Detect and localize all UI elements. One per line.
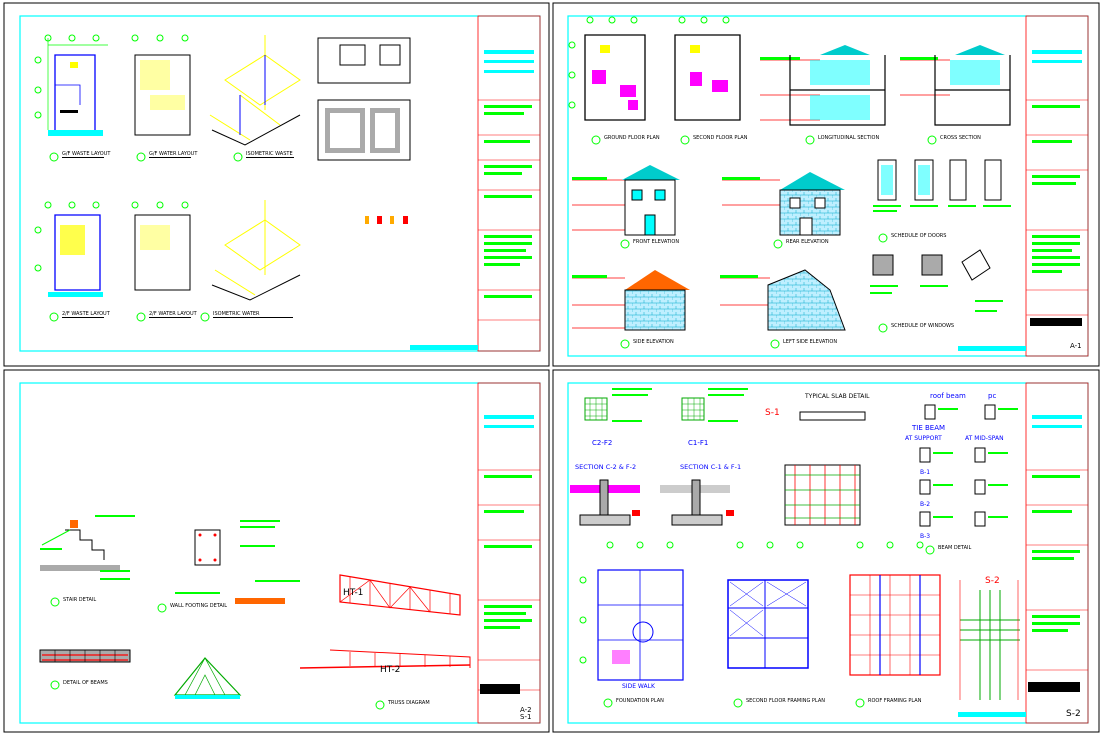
title-block: A-1 (958, 15, 1089, 357)
sheet-number: A-2 (520, 706, 532, 714)
view-second-floor-plan (674, 16, 741, 121)
view-roof-framing (849, 541, 941, 676)
label-section-c2: SECTION C-2 & F-2 (575, 463, 636, 471)
view-title: G/F WASTE LAYOUT (62, 151, 111, 157)
view-stair-detail (40, 515, 135, 580)
view-title: ISOMETRIC WASTE (246, 151, 293, 157)
sheet-frames (3, 2, 1100, 733)
view-title: FOUNDATION PLAN (616, 698, 664, 704)
view-title: LONGITUDINAL SECTION (818, 135, 879, 141)
view-title: 2/F WATER LAYOUT (149, 311, 198, 317)
view-septic-tank (317, 37, 411, 161)
label-section-c1: SECTION C-1 & F-1 (680, 463, 741, 471)
view-title: WALL FOOTING DETAIL (170, 603, 227, 609)
label-b2: B-2 (920, 501, 930, 508)
view-title: SECOND FLOOR FRAMING PLAN (746, 698, 825, 704)
sheet-frame-plumbing (3, 2, 550, 367)
sheet-plumbing: G/F WASTE LAYOUT G/F WATER LAYOUT ISOMET… (19, 15, 541, 352)
view-title: SCHEDULE OF WINDOWS (891, 323, 954, 329)
view-schedule-windows (870, 249, 1003, 312)
view-column-sections: C2-F2 C1-F1 SECTION C-2 & F-2 SECTION C-… (575, 388, 748, 471)
sheet-frame-architectural (552, 2, 1100, 367)
label-b3: B-3 (920, 533, 930, 540)
sheet-frame-structural-details (3, 369, 550, 733)
label-pc: pc (988, 392, 996, 400)
sheet-architectural: A-1 (567, 15, 1089, 357)
view-beam-detail: roof beam pc TIE BEAM AT SUPPORT AT MID-… (905, 392, 1018, 540)
view-isometric-waste (209, 35, 301, 146)
view-stair-slab-s2: S-2 (959, 576, 1020, 700)
view-rear-elevation (722, 172, 845, 236)
label-side-walk: SIDE WALK (622, 683, 656, 690)
view-title: CROSS SECTION (940, 135, 981, 141)
view-slab-detail: TYPICAL SLAB DETAIL S-1 (765, 393, 870, 526)
view-title: DETAIL OF BEAMS (63, 680, 108, 686)
label-at-mid-span: AT MID-SPAN (965, 435, 1004, 442)
sheet-number: S-2 (1066, 709, 1081, 719)
view-ground-floor-plan (568, 16, 646, 121)
view-title: TRUSS DIAGRAM (387, 700, 430, 706)
title-block (410, 15, 541, 352)
view-titles-structural-plans: FOUNDATION PLAN SECOND FLOOR FRAMING PLA… (603, 545, 971, 708)
view-titles-architectural: GROUND FLOOR PLAN SECOND FLOOR PLAN LONG… (591, 135, 981, 349)
sheet-structural-plans: S-2 C2-F2 C1-F1 SECTION C-2 & F-2 SECTIO… (567, 382, 1089, 724)
label-roof-beam: roof beam (930, 392, 966, 400)
view-schedule-doors (873, 159, 1011, 212)
view-2f-waste (34, 201, 103, 297)
label-c2-f2: C2-F2 (592, 439, 612, 447)
view-titles-structural-details: STAIR DETAIL WALL FOOTING DETAIL DETAIL … (50, 597, 430, 710)
view-2f-water (131, 201, 191, 291)
view-titles-plumbing: G/F WASTE LAYOUT G/F WATER LAYOUT ISOMET… (49, 151, 294, 322)
title-block: A-2 S-1 (477, 382, 541, 724)
view-title: ISOMETRIC WATER (213, 311, 260, 317)
view-foundation-plan: SIDE WALK (579, 541, 684, 690)
sheet-structural-details: A-2 S-1 HT-1 HT-2 (19, 382, 541, 724)
view-title: SECOND FLOOR PLAN (693, 135, 748, 141)
view-title: SIDE ELEVATION (633, 339, 674, 345)
view-front-elevation (572, 165, 680, 236)
drawing-border (567, 382, 1089, 724)
view-side-elevation (572, 270, 690, 331)
truss-label-ht2: HT-2 (380, 665, 400, 675)
view-left-side-elevation (720, 269, 846, 331)
view-title: REAR ELEVATION (786, 239, 829, 245)
sheet-number: A-1 (1070, 342, 1082, 350)
label-b1: B-1 (920, 469, 930, 476)
label-c1-f1: C1-F1 (688, 439, 708, 447)
legend-symbols (365, 216, 408, 224)
view-truss-diagram (173, 657, 242, 699)
view-title: SCHEDULE OF DOORS (891, 233, 946, 239)
label-at-support: AT SUPPORT (905, 435, 942, 442)
view-detail-of-beams (39, 649, 131, 663)
view-footing-sections (570, 479, 734, 526)
view-title: FRONT ELEVATION (633, 239, 679, 245)
view-truss-ht2: HT-2 (299, 649, 471, 675)
label-s1: S-1 (765, 408, 780, 418)
label-s2: S-2 (985, 576, 1000, 586)
view-truss-ht1: HT-1 (339, 574, 461, 616)
label-tie-beam: TIE BEAM (911, 424, 945, 432)
view-second-floor-framing (727, 541, 809, 669)
view-title: 2/F WASTE LAYOUT (62, 311, 111, 317)
view-title: ROOF FRAMING PLAN (868, 698, 922, 704)
view-wall-footing (175, 520, 300, 604)
label-slab-detail: TYPICAL SLAB DETAIL (804, 393, 870, 400)
view-title: LEFT SIDE ELEVATION (783, 339, 837, 345)
view-longitudinal-section (760, 45, 886, 126)
truss-label-ht1: HT-1 (343, 588, 363, 598)
drawing-border (19, 382, 541, 724)
view-gf-water (131, 34, 191, 136)
view-cross-section (900, 45, 1011, 126)
view-title: STAIR DETAIL (63, 597, 96, 603)
sheet-number-2: S-1 (520, 713, 531, 721)
title-block: S-2 (958, 382, 1089, 724)
view-isometric-water (211, 200, 301, 301)
sheet-frame-structural-plans (552, 369, 1100, 733)
view-title: GROUND FLOOR PLAN (604, 135, 660, 141)
view-title: G/F WATER LAYOUT (149, 151, 198, 157)
view-gf-waste (34, 34, 108, 136)
view-title: BEAM DETAIL (938, 545, 971, 551)
